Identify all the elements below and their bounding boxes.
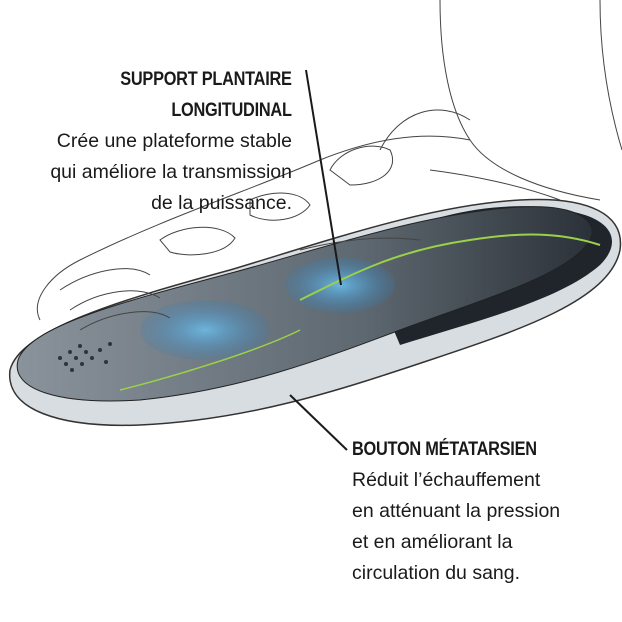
callout-body: en atténuant la pression	[352, 500, 561, 522]
callout-bouton-metatarsien: BOUTON MÉTATARSIEN Réduit l’échauffement…	[352, 434, 567, 589]
callout-title: BOUTON MÉTATARSIEN	[352, 439, 537, 460]
perforations	[58, 342, 112, 372]
support-leader-line	[305, 69, 342, 286]
callout-support-plantaire: SUPPORT PLANTAIRE LONGITUDINAL Crée une …	[50, 64, 292, 219]
callout-body: Réduit l’échauffement	[352, 469, 541, 491]
callout-body: de la puissance.	[151, 192, 292, 214]
callout-title: LONGITUDINAL	[171, 100, 293, 121]
callout-body: qui améliore la transmission	[50, 161, 292, 183]
callout-body: Crée une plateforme stable	[56, 130, 292, 152]
bouton-leader-line	[289, 394, 348, 451]
callout-body: circulation du sang.	[352, 562, 521, 584]
green-accent-line	[299, 233, 601, 301]
foot-skeleton-outline	[36, 0, 622, 331]
callout-body: et en améliorant la	[352, 531, 513, 553]
callout-title: SUPPORT PLANTAIRE	[120, 69, 293, 90]
metatarsal-pad	[140, 300, 270, 360]
